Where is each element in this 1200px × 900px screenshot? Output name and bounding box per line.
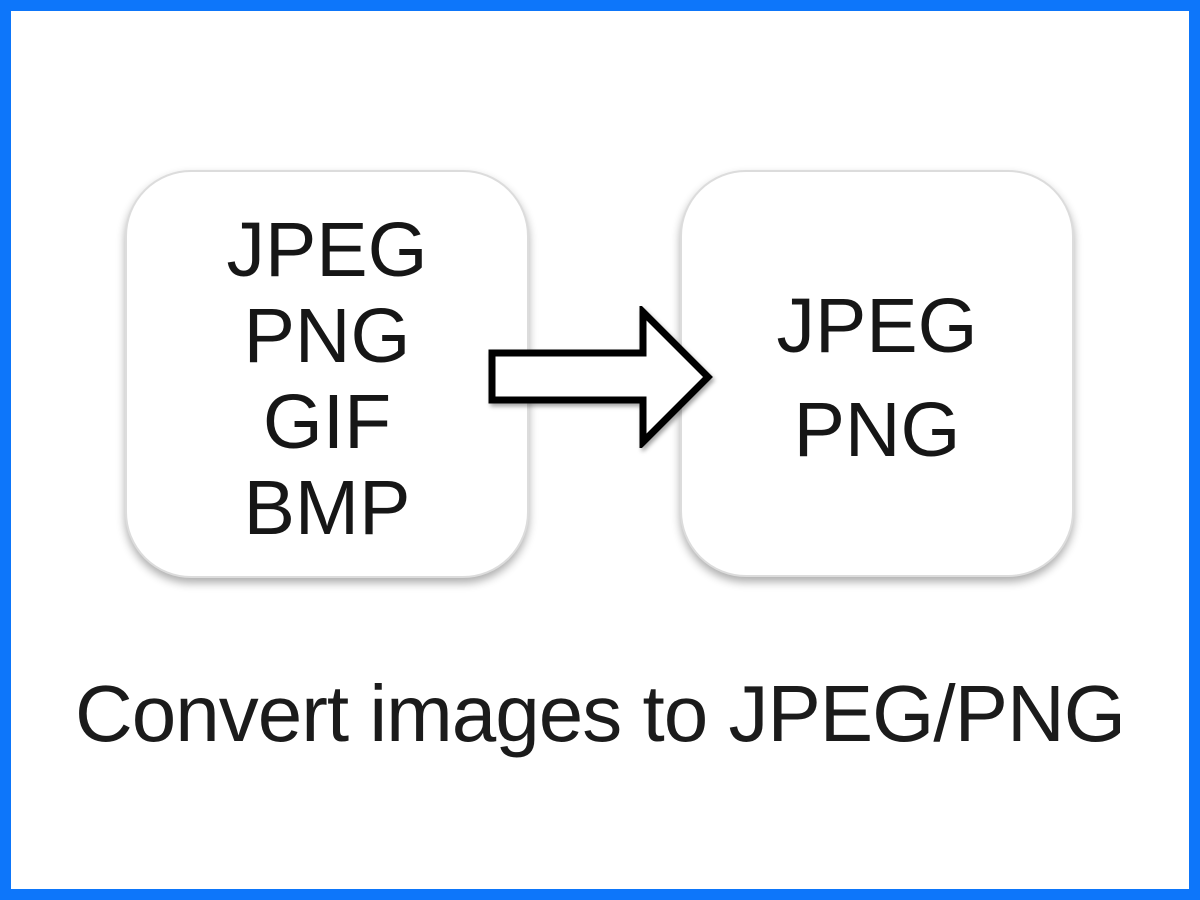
format-label: GIF (262, 379, 392, 465)
target-formats-card: JPEG PNG (680, 170, 1074, 577)
format-label: PNG (793, 386, 961, 473)
format-label: BMP (243, 465, 411, 551)
source-formats-card: JPEG PNG GIF BMP (125, 170, 529, 578)
format-label: JPEG (776, 282, 978, 369)
format-label: JPEG (226, 207, 428, 293)
format-label: PNG (243, 293, 411, 379)
caption-text: Convert images to JPEG/PNG (75, 669, 1126, 758)
arrow-right-icon (486, 303, 714, 451)
